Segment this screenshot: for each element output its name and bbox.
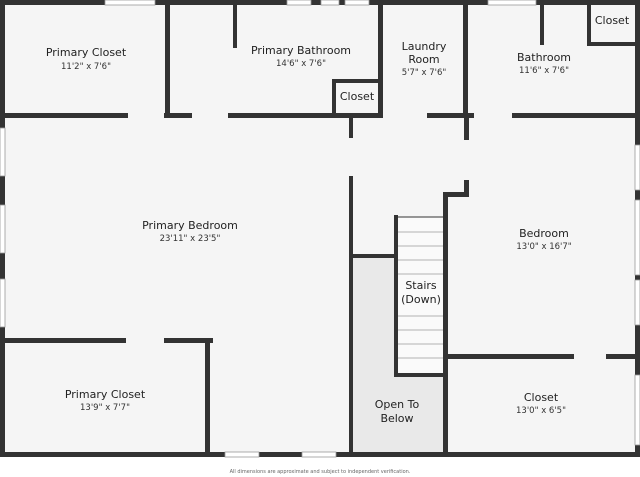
dimensions-disclaimer: All dimensions are approximate and subje…: [229, 469, 411, 475]
room-name-bedroom-closet: Closet: [524, 391, 559, 404]
room-dims-bedroom-closet: 13'0" x 6'5": [516, 406, 566, 416]
room-name-laundry-line1: Laundry: [402, 40, 447, 53]
stairs-label-line1: Stairs: [405, 279, 437, 292]
room-dims-primary-closet-bottom: 13'9" x 7'7": [80, 403, 130, 413]
open-to-below-line1: Open To: [375, 398, 420, 411]
room-name-primary-closet-top: Primary Closet: [46, 46, 127, 59]
room-name-bathroom: Bathroom: [517, 51, 571, 64]
room-name-bath-closet: Closet: [340, 90, 375, 103]
room-dims-bedroom: 13'0" x 16'7": [516, 242, 571, 252]
room-name-primary-closet-bottom: Primary Closet: [65, 388, 146, 401]
room-dims-laundry: 5'7" x 7'6": [402, 68, 447, 78]
room-name-laundry-line2: Room: [408, 53, 439, 66]
stairs-label-line2: (Down): [401, 293, 441, 306]
room-name-primary-bedroom: Primary Bedroom: [142, 219, 238, 232]
room-name-primary-bathroom: Primary Bathroom: [251, 44, 351, 57]
room-name-bedroom: Bedroom: [519, 227, 569, 240]
room-dims-primary-bedroom: 23'11" x 23'5": [160, 234, 221, 244]
windows: [0, 0, 640, 458]
floor-area: [3, 3, 637, 455]
room-dims-primary-bathroom: 14'6" x 7'6": [276, 59, 326, 69]
room-dims-primary-closet-top: 11'2" x 7'6": [61, 62, 111, 72]
room-name-bathroom-closet: Closet: [595, 14, 630, 27]
stairs-label-backdrop: [399, 276, 443, 312]
open-to-below-line2: Below: [380, 412, 413, 425]
door-openings: [126, 112, 606, 360]
room-dims-bathroom: 11'6" x 7'6": [519, 66, 569, 76]
